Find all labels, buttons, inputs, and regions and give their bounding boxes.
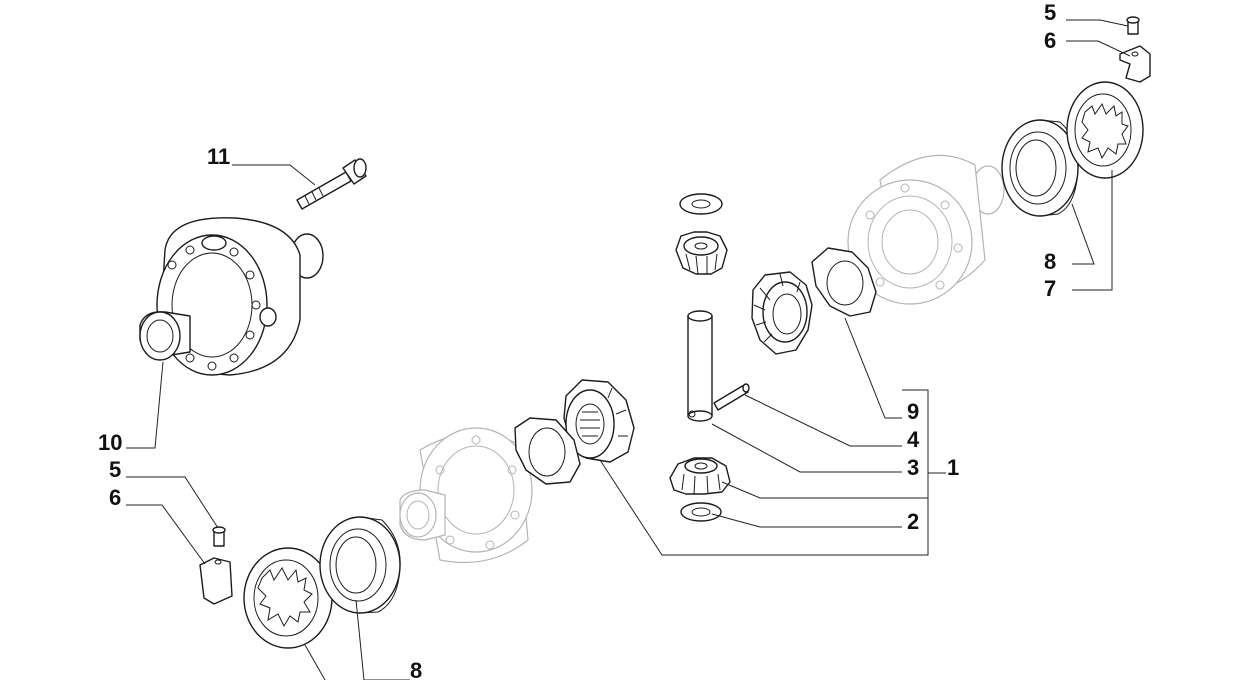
bracket-part-6-left [199,557,233,605]
callout-9: 9 [907,399,919,424]
shaft-part-3 [687,310,713,422]
leader-lines [126,19,1131,680]
differential-case-half-left [399,427,533,564]
pin-part-4 [713,383,750,411]
differential-housing-assembled [139,217,324,376]
callout-8-right: 8 [1044,249,1056,274]
callout-5-top: 5 [1044,0,1056,25]
thrust-washer-part-2 [680,502,722,522]
callout-11: 11 [207,144,230,169]
pinion-gear-top [675,231,728,275]
callout-3: 3 [907,455,919,480]
side-gear-right [751,271,813,355]
callout-10: 10 [98,430,122,455]
bearing-part-8-right [1001,119,1079,217]
ring-nut-part-7 [1066,81,1144,179]
bolt-part-11 [296,158,367,210]
callout-8-bottom: 8 [410,658,422,680]
bolt-part-5-left [212,526,226,547]
callout-4: 4 [907,427,920,452]
thrust-washer-top [679,193,723,215]
bolt-part-5-top [1126,16,1140,35]
ring-nut-bottom [243,547,333,649]
callout-6-left: 6 [109,485,121,510]
callout-1: 1 [947,455,959,480]
thrust-washer-part-9 [811,247,877,317]
callout-5-left: 5 [109,457,121,482]
bracket-part-6-top [1119,45,1151,83]
callout-7: 7 [1044,276,1056,301]
differential-case-half-right [847,154,1005,305]
side-gear-left [563,379,635,463]
callout-labels: 5 6 11 8 7 9 4 3 1 2 10 5 6 8 [98,0,1056,680]
callout-2: 2 [907,509,919,534]
thrust-washer-left [514,417,581,485]
pinion-gear-bottom [669,457,731,495]
callout-6-top: 6 [1044,28,1056,53]
bearing-part-8-bottom [319,516,401,614]
